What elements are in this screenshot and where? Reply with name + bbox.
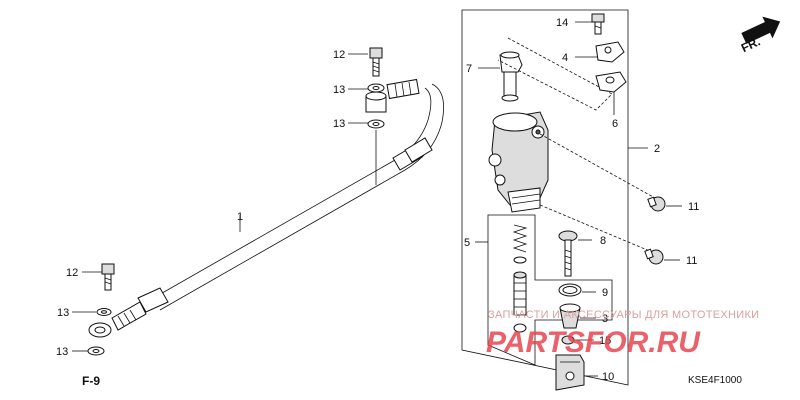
label-part-9: 9 [602,287,608,299]
clevis-joint[interactable] [555,354,585,391]
circlip[interactable] [558,283,582,297]
label-part-7: 7 [466,63,472,75]
front-direction-arrow-icon [741,16,781,44]
piston-kit-frame [487,214,613,366]
label-part-14: 14 [556,17,568,29]
bolt-11-upper[interactable] [647,196,666,212]
label-part-12-lower: 12 [66,267,78,279]
label-part-3: 3 [602,313,608,325]
watermark-caption: ЗАПЧАСТИ И АКСЕССУАРЫ ДЛЯ МОТОТЕХНИКИ [488,309,759,321]
lower-banjo-bolt[interactable] [101,263,115,291]
lower-washer-1[interactable] [96,308,112,316]
diaphragm-plate[interactable] [595,41,625,63]
push-rod[interactable] [558,230,578,277]
label-part-10: 10 [602,371,614,383]
label-part-13-lower-a: 13 [57,307,69,319]
bolt-11-lower[interactable] [644,248,664,265]
upper-washer-1[interactable] [367,83,385,93]
master-cylinder-body[interactable] [488,111,549,213]
label-part-13-lower-b: 13 [56,346,68,358]
reference-label: F-9 [82,374,100,388]
lower-washer-2[interactable] [87,346,105,356]
label-part-11-upper: 11 [688,201,699,213]
label-part-13-upper-b: 13 [333,118,345,130]
nut-15[interactable] [561,335,575,345]
watermark-logo: PARTSFOR.RU [486,326,701,359]
piston-cup[interactable] [513,323,527,333]
label-part-1: 1 [237,211,243,223]
label-part-13-upper-a: 13 [333,84,345,96]
upper-banjo-block[interactable] [365,91,387,113]
reservoir-joint[interactable] [499,51,523,102]
diaphragm[interactable] [595,71,627,93]
label-part-15: 15 [599,335,611,347]
upper-washer-2[interactable] [367,119,385,129]
boot[interactable] [559,303,581,329]
bolt-14[interactable] [591,13,605,35]
label-part-11-lower: 11 [686,255,697,267]
label-part-12-upper: 12 [333,49,345,61]
label-part-5: 5 [464,237,470,249]
label-part-2: 2 [654,143,660,155]
label-part-8: 8 [600,235,606,247]
brake-hose[interactable] [88,78,445,338]
assembly-frame [461,9,629,386]
piston-spring[interactable] [512,224,528,264]
upper-banjo-bolt[interactable] [369,47,383,77]
label-part-6: 6 [612,118,618,130]
label-part-4: 4 [562,52,568,64]
diagram-code: KSE4F1000 [688,375,742,386]
piston[interactable] [513,271,527,316]
